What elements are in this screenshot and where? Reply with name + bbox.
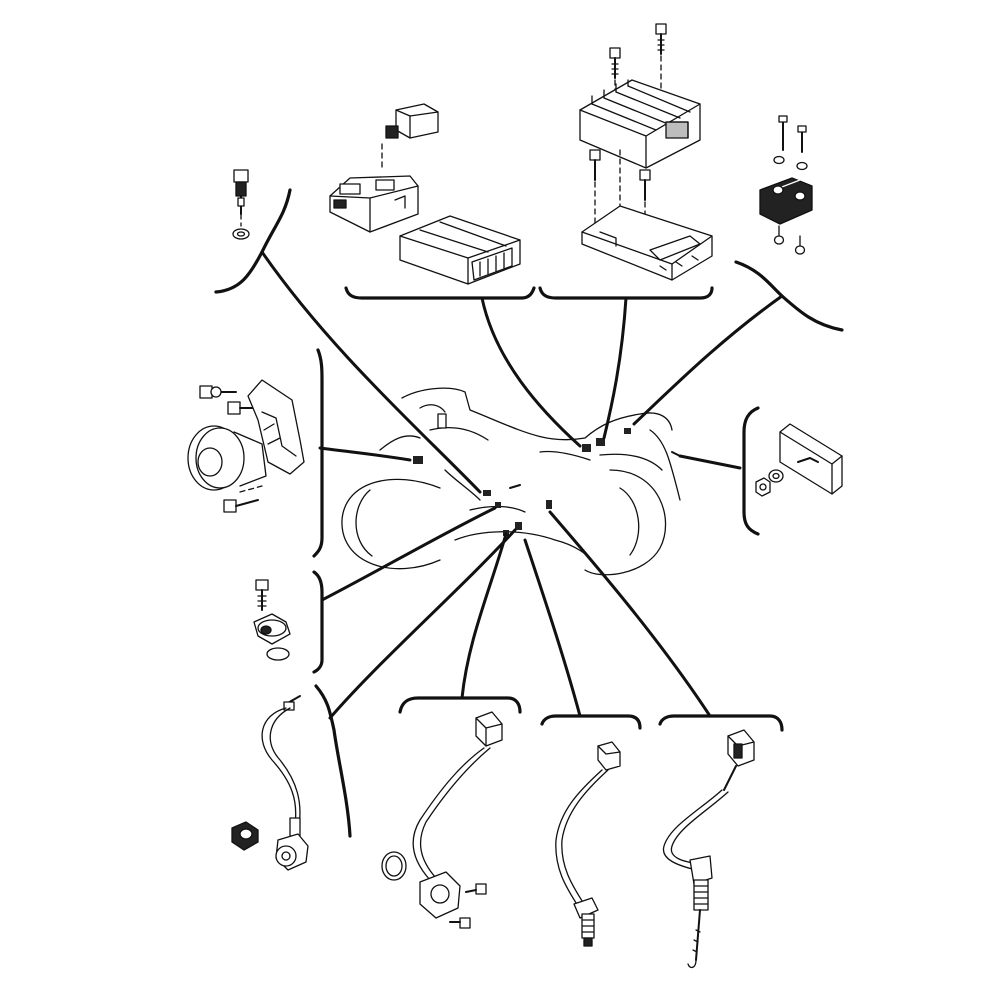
horn-icon <box>187 379 305 513</box>
crank-sensor-icon <box>381 711 503 929</box>
plug-switch-icon <box>253 579 291 661</box>
motorcycle-outline <box>341 387 681 576</box>
bolt-icon <box>609 23 667 79</box>
speed-sensor-icon <box>555 741 621 947</box>
bike-mount-points <box>413 413 681 536</box>
group-brackets <box>214 188 844 838</box>
ecu-module-icon <box>329 103 521 285</box>
finned-regulator-icon <box>579 23 713 281</box>
thermo-sensor-icon <box>232 169 250 240</box>
reflector-icon <box>755 423 843 497</box>
knock-sensor-icon <box>231 695 309 871</box>
bracket-sensor-icon <box>759 115 813 255</box>
cable-sensor-icon <box>662 729 755 969</box>
leader-lines <box>260 250 784 720</box>
